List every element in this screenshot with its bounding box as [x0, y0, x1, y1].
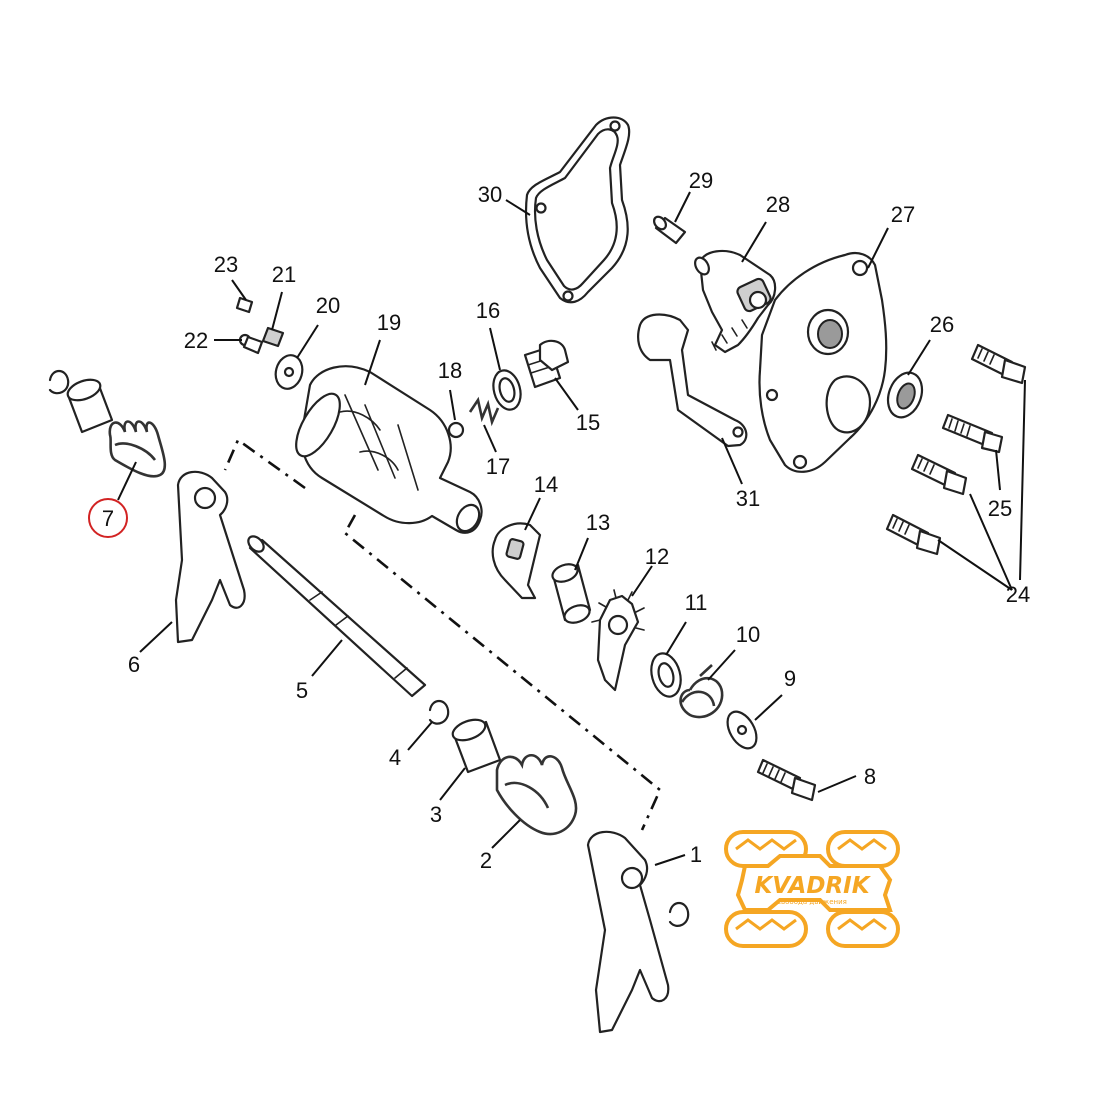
part-collar-top-left	[66, 378, 114, 434]
part-detent-spring	[468, 396, 500, 427]
callout-10: 10	[736, 622, 760, 647]
callout-9: 9	[784, 666, 796, 691]
part-bearing-plate	[274, 354, 304, 390]
callout-26: 26	[930, 312, 954, 337]
callout-25: 25	[988, 496, 1012, 521]
callout-8: 8	[864, 764, 876, 789]
part-dowel-pin	[652, 215, 687, 245]
part-cover	[758, 251, 888, 473]
part-oil-seal	[886, 371, 924, 419]
callout-19: 19	[377, 310, 401, 335]
leader-lines	[117, 191, 1026, 866]
callout-18: 18	[438, 358, 462, 383]
part-shift-fork-6	[174, 470, 246, 644]
callout-numbers: 1 2 3 4 5 6 7 8 9 10 11 12 13 14 15 16 1…	[102, 168, 1030, 873]
part-washer-16	[492, 369, 522, 411]
part-stopper-plate	[637, 313, 748, 448]
part-gear-segment	[591, 589, 645, 692]
part-washer-9	[726, 710, 758, 750]
part-spring-7	[108, 420, 167, 478]
callout-6: 6	[128, 652, 140, 677]
part-plug-bolt	[523, 339, 570, 389]
part-pin-21	[261, 326, 285, 348]
callout-21: 21	[272, 262, 296, 287]
part-pin-23	[235, 296, 254, 314]
part-shift-fork-1	[586, 830, 670, 1034]
logo-tire-icon	[724, 830, 900, 948]
callout-12: 12	[645, 544, 669, 569]
part-detent-ball	[447, 421, 465, 439]
callout-30: 30	[478, 182, 502, 207]
logo-tagline: свобода движения	[777, 898, 847, 906]
part-circlip-1	[668, 901, 690, 927]
callout-28: 28	[766, 192, 790, 217]
part-shift-segment	[491, 522, 542, 600]
part-bolt-24b	[910, 453, 968, 496]
assembly-line-right	[343, 514, 662, 831]
callout-31: 31	[736, 486, 760, 511]
callout-4: 4	[389, 745, 401, 770]
part-screw-22	[238, 333, 264, 355]
callout-1: 1	[690, 842, 702, 867]
callout-22: 22	[184, 328, 208, 353]
callout-7: 7	[102, 506, 114, 531]
part-bolt-8	[756, 758, 817, 802]
part-shift-drum	[295, 365, 483, 534]
callout-3: 3	[430, 802, 442, 827]
callout-24: 24	[1006, 582, 1030, 607]
callout-13: 13	[586, 510, 610, 535]
part-bolt-25	[941, 413, 1004, 454]
callout-15: 15	[576, 410, 600, 435]
callout-29: 29	[689, 168, 713, 193]
part-collar-3	[451, 718, 502, 774]
part-torsion-spring	[679, 664, 724, 719]
callout-16: 16	[476, 298, 500, 323]
assembly-line-left	[223, 438, 306, 490]
callout-20: 20	[316, 293, 340, 318]
part-shift-shaft-5	[247, 535, 427, 698]
part-circlip-4	[428, 699, 450, 725]
callout-11: 11	[685, 590, 708, 615]
part-collar	[551, 563, 592, 624]
callout-2: 2	[480, 848, 492, 873]
part-bolt-24a	[970, 343, 1027, 385]
highlight-circle	[88, 498, 128, 538]
callout-27: 27	[891, 202, 915, 227]
brand-logo: KVADRIK свобода движения	[724, 830, 900, 948]
part-washer-11	[650, 652, 682, 698]
callout-17: 17	[486, 454, 510, 479]
logo-brand-text: KVADRIK	[754, 873, 871, 899]
part-gasket	[524, 116, 631, 304]
part-shift-shaft-assembly	[694, 249, 777, 354]
part-circlip-top-left	[48, 369, 70, 395]
callout-23: 23	[214, 252, 238, 277]
part-bolt-24c	[885, 513, 942, 556]
part-spring-2	[495, 753, 578, 836]
callout-5: 5	[296, 678, 308, 703]
callout-14: 14	[534, 472, 558, 497]
